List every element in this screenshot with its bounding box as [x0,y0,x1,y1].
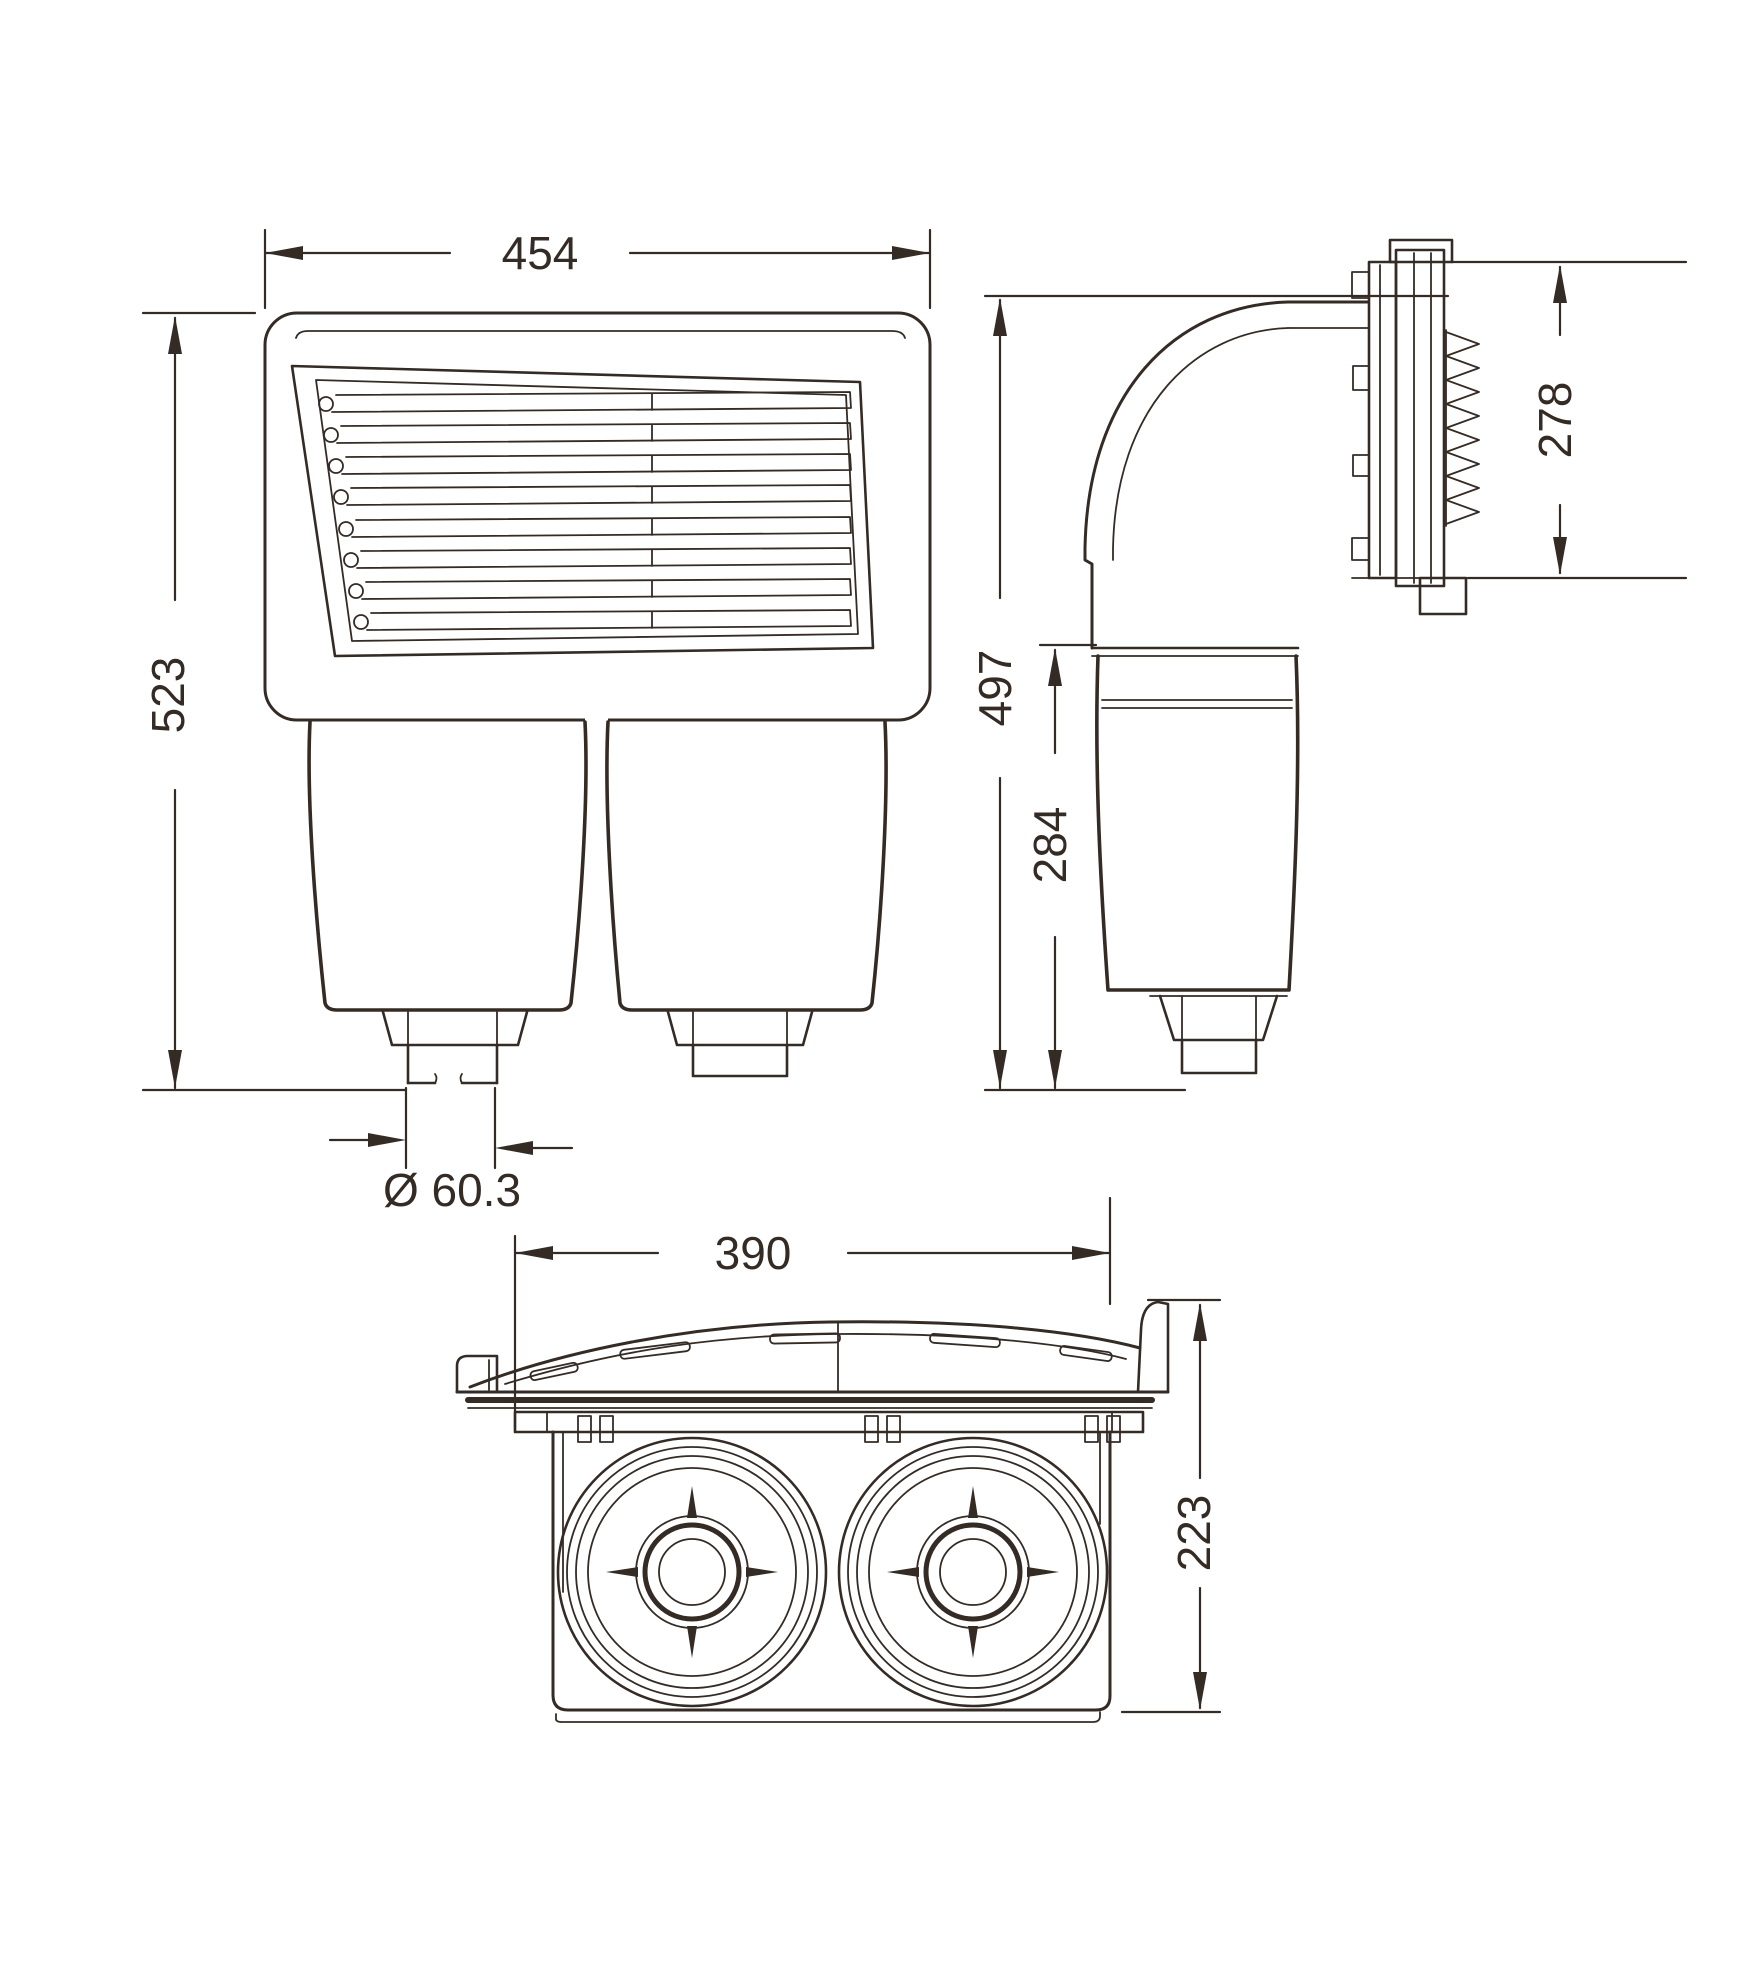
side-drain-fitting [1158,994,1279,1075]
dimension-faceplate-height: 278 [1450,260,1688,580]
elbow-inner [1112,327,1289,561]
basket-bottom-left-rings [556,1436,828,1708]
bottom-body-outline [551,1430,1112,1712]
dim-label-faceplate-height: 278 [1529,382,1581,459]
dim-label-top-width: 390 [715,1227,792,1279]
basket-bottom-right-rings [837,1436,1109,1708]
dimension-top-depth: 223 [1120,1298,1222,1714]
dim-label-top-depth: 223 [1168,1495,1220,1572]
mounting-flange [513,1410,1145,1443]
dim-label-side-total-height: 497 [969,650,1021,727]
louver-panel [290,364,875,658]
dimension-side-total-height: 497 [969,294,1450,1092]
faceplate-louver-teeth [1445,331,1480,525]
lid-profile [455,1300,1170,1394]
dimension-top-width: 390 [513,1196,1112,1430]
front-body-top-inner-line [295,330,906,339]
basket-right [605,720,888,1012]
dim-label-front-width: 454 [502,227,579,279]
dim-label-drain-diameter: Ø 60.3 [383,1164,521,1216]
basket-left [307,720,588,1012]
dim-label-front-height: 523 [142,657,194,734]
drain-fitting-right [666,1010,814,1078]
bottom-view [455,1300,1170,1723]
elbow-outer [1083,300,1290,650]
dimension-front-height: 523 [141,311,408,1092]
faceplate [1351,238,1480,616]
dimension-front-width: 454 [263,227,932,310]
dim-label-side-lower-height: 284 [1024,807,1076,884]
drain-fitting-left [381,1010,529,1085]
dimension-side-lower-height: 284 [1024,643,1098,1090]
front-view [263,311,932,1085]
side-view [1083,238,1480,1075]
louver-frame-outer [290,364,875,658]
louver-frame-inner [315,379,859,642]
dimension-drain-diameter: Ø 60.3 [328,1086,574,1216]
louver-slats [318,391,852,631]
side-bucket [1095,654,1300,992]
